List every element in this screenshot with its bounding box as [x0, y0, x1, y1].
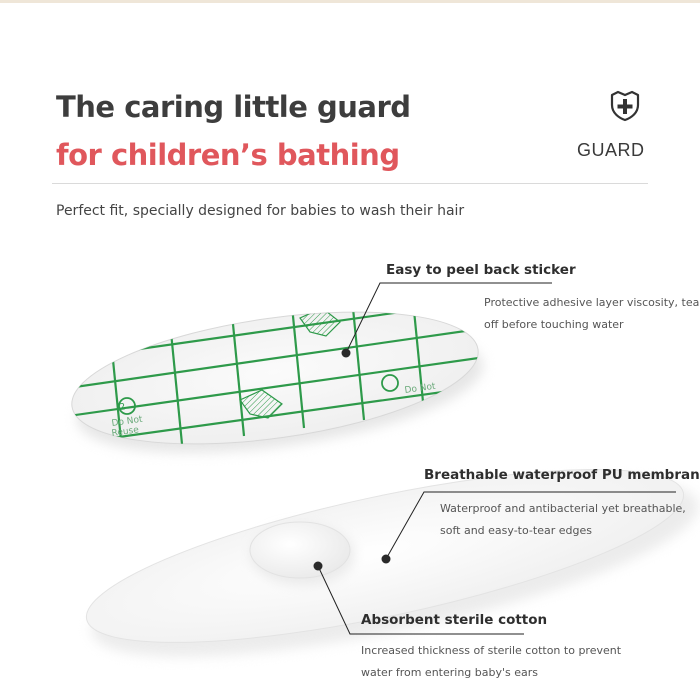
sticker-print-number: 2	[119, 402, 126, 413]
feature-desc: water from entering baby's ears	[361, 666, 539, 679]
feature-title: Easy to peel back sticker	[386, 262, 576, 278]
sticker-print-text: Do Not	[404, 382, 437, 396]
feature-desc: Protective adhesive layer viscosity, tea…	[484, 296, 700, 309]
feature-desc: Waterproof and antibacterial yet breatha…	[440, 502, 686, 515]
feature-desc: off before touching water	[484, 318, 624, 331]
feature-title: Absorbent sterile cotton	[361, 612, 548, 628]
brand-label: GUARD	[577, 140, 645, 160]
callout-dot	[381, 554, 391, 564]
shield-plus-icon	[610, 90, 640, 122]
release-liner-sticker: 2 Do Not Reuse Do Not	[63, 290, 487, 453]
page-title-accent: for children’s bathing	[56, 138, 400, 172]
sticker-print-text: Reuse	[111, 425, 140, 439]
feature-desc: soft and easy-to-tear edges	[440, 524, 592, 537]
cotton-pad	[249, 521, 355, 585]
page-title: The caring little guard	[56, 90, 411, 124]
sticker-print-text: Do Not	[111, 415, 144, 429]
product-illustration: 2 Do Not Reuse Do Not	[63, 282, 699, 657]
header-divider	[52, 183, 648, 184]
callout-dot	[341, 348, 351, 358]
subtitle: Perfect fit, specially designed for babi…	[56, 203, 465, 219]
feature-desc: Increased thickness of sterile cotton to…	[361, 644, 622, 657]
leader-lines	[317, 282, 676, 635]
top-rule	[0, 0, 700, 3]
feature-title: Breathable waterproof PU membrane	[424, 467, 700, 483]
callout-dot	[313, 561, 323, 571]
